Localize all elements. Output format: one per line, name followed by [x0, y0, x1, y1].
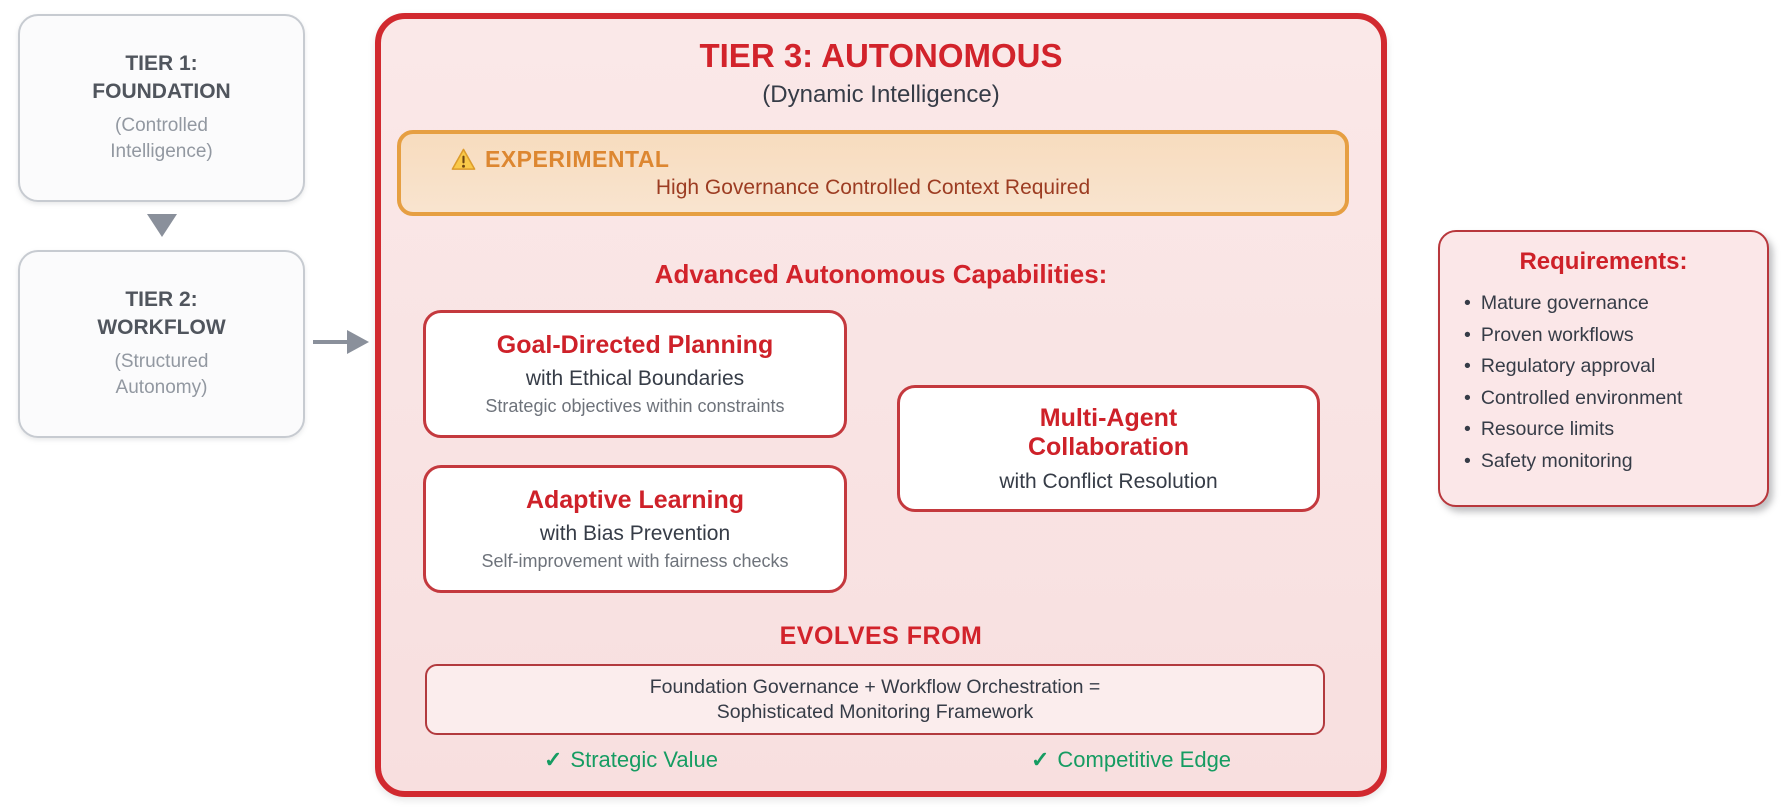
- tier2-workflow-node: TIER 2: WORKFLOW (Structured Autonomy): [18, 250, 305, 438]
- requirement-label: Safety monitoring: [1480, 449, 1633, 472]
- tier1-subtitle: (Controlled Intelligence): [110, 113, 212, 166]
- tier2-subtitle-line: Autonomy): [115, 377, 208, 399]
- requirement-label: Regulatory approval: [1480, 355, 1656, 378]
- capability-qualifier: with Bias Prevention: [539, 522, 731, 546]
- tier1-title-line: FOUNDATION: [92, 80, 231, 104]
- tier3-title: TIER 3: AUTONOMOUS: [699, 37, 1063, 74]
- tier2-subtitle: (Structured Autonomy): [115, 349, 209, 402]
- capability-title: Adaptive Learning: [526, 486, 744, 516]
- warning-detail: High Governance Controlled Context Requi…: [655, 176, 1091, 199]
- capability-title-line: Multi-Agent: [1039, 403, 1178, 432]
- warning-label: EXPERIMENTAL: [485, 146, 670, 172]
- requirements-title: Requirements:: [1519, 248, 1688, 275]
- benefit-strategic-value: ✓ Strategic Value: [381, 747, 881, 773]
- capability-qualifier: with Conflict Resolution: [999, 469, 1218, 493]
- arrow-right-shaft: [313, 340, 349, 344]
- capability-detail: Strategic objectives within constraints: [485, 396, 785, 417]
- capability-title: Goal-Directed Planning: [497, 331, 773, 361]
- bullet-icon: •: [1464, 323, 1471, 346]
- check-icon: ✓: [543, 747, 563, 772]
- benefit-label: Competitive Edge: [1057, 747, 1232, 772]
- tier2-title-line: WORKFLOW: [97, 316, 226, 340]
- bullet-icon: •: [1464, 418, 1471, 441]
- arrow-right-head: [347, 330, 369, 354]
- tier1-title: TIER 1: FOUNDATION: [92, 50, 230, 107]
- bullet-icon: •: [1464, 292, 1471, 314]
- capability-card-goal-directed-planning: Goal-Directed Planning with Ethical Boun…: [423, 310, 847, 438]
- capability-detail: Self-improvement with fairness checks: [481, 551, 789, 572]
- requirement-label: Proven workflows: [1480, 323, 1634, 346]
- tier1-subtitle-line: Intelligence): [110, 141, 213, 163]
- capability-qualifier: with Ethical Boundaries: [525, 367, 745, 391]
- requirement-item: • Proven workflows: [1464, 320, 1755, 352]
- capabilities-heading: Advanced Autonomous Capabilities:: [654, 259, 1108, 289]
- tier2-title: TIER 2: WORKFLOW: [97, 286, 225, 343]
- requirement-item: • Controlled environment: [1464, 383, 1755, 415]
- tier2-subtitle-line: (Structured: [114, 350, 209, 372]
- arrow-down-icon: [147, 214, 177, 237]
- tier1-subtitle-line: (Controlled: [115, 114, 208, 136]
- requirement-item: • Regulatory approval: [1464, 351, 1755, 383]
- capability-card-adaptive-learning: Adaptive Learning with Bias Prevention S…: [423, 465, 847, 593]
- benefits-row: ✓ Strategic Value ✓ Competitive Edge: [381, 747, 1381, 773]
- capability-title: Multi-Agent Collaboration: [1028, 404, 1189, 463]
- capability-title-line: Adaptive Learning: [525, 485, 745, 514]
- evolves-line: Sophisticated Monitoring Framework: [716, 700, 1034, 723]
- tier1-foundation-node: TIER 1: FOUNDATION (Controlled Intellige…: [18, 14, 305, 202]
- evolves-line: Foundation Governance + Workflow Orchest…: [649, 676, 1101, 699]
- warning-header: EXPERIMENTAL: [401, 146, 1345, 173]
- tier3-subtitle: (Dynamic Intelligence): [762, 81, 1000, 108]
- requirement-item: • Safety monitoring: [1464, 446, 1755, 478]
- bullet-icon: •: [1464, 355, 1471, 378]
- experimental-warning-banner: EXPERIMENTAL High Governance Controlled …: [397, 130, 1349, 216]
- warning-triangle-icon: [451, 148, 476, 171]
- tier2-title-line: TIER 2:: [125, 288, 198, 312]
- capability-title-line: Goal-Directed Planning: [496, 330, 774, 359]
- tier1-title-line: TIER 1:: [125, 52, 198, 76]
- requirement-item: • Resource limits: [1464, 414, 1755, 446]
- capability-title-line: Collaboration: [1027, 433, 1190, 461]
- arrow-right-icon: [313, 330, 371, 354]
- requirement-label: Resource limits: [1480, 418, 1615, 441]
- bullet-icon: •: [1464, 449, 1471, 472]
- benefit-competitive-edge: ✓ Competitive Edge: [881, 747, 1381, 773]
- capability-card-multi-agent-collaboration: Multi-Agent Collaboration with Conflict …: [897, 385, 1320, 512]
- requirement-item: • Mature governance: [1464, 288, 1755, 320]
- evolves-from-box: Foundation Governance + Workflow Orchest…: [425, 664, 1325, 735]
- check-icon: ✓: [1030, 747, 1050, 772]
- requirement-label: Controlled environment: [1480, 386, 1683, 409]
- requirement-label: Mature governance: [1480, 292, 1649, 314]
- requirements-panel: Requirements: • Mature governance • Prov…: [1438, 230, 1769, 507]
- benefit-label: Strategic Value: [570, 747, 718, 772]
- evolves-from-heading: EVOLVES FROM: [779, 622, 983, 650]
- tier3-autonomous-node: TIER 3: AUTONOMOUS (Dynamic Intelligence…: [375, 13, 1387, 797]
- bullet-icon: •: [1464, 386, 1471, 409]
